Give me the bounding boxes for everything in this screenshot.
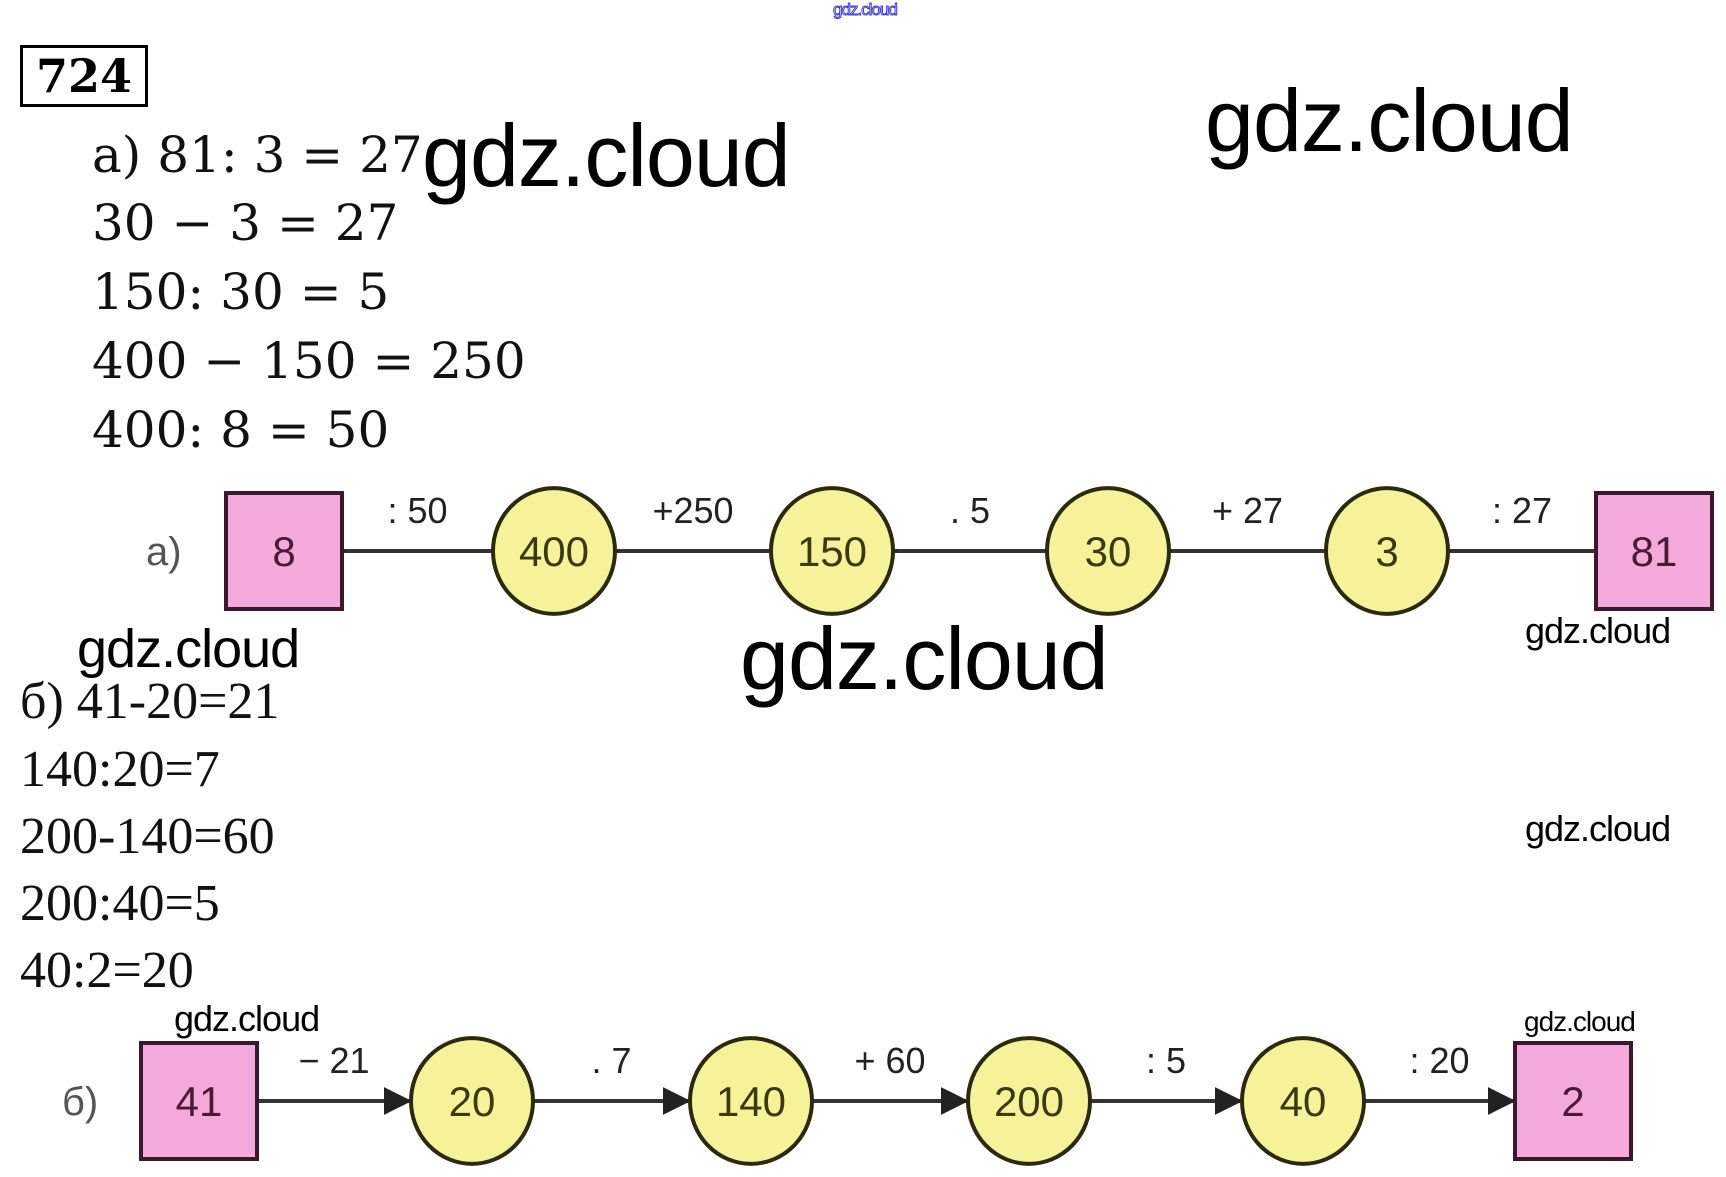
node-value: 20	[449, 1078, 496, 1125]
watermark-medium-1: gdz.cloud	[77, 619, 300, 679]
watermark-small-3: gdz.cloud	[174, 998, 320, 1039]
node-square	[1513, 1041, 1633, 1161]
site-watermark-top: gdz.cloud	[833, 0, 899, 20]
diagram-a: а) : 50 +250 . 5 + 27 : 27 8 400 150 30 3 81	[146, 486, 1714, 616]
node-value: 2	[1561, 1078, 1584, 1125]
operation-label: : 5	[1146, 1040, 1186, 1081]
watermark-small-2: gdz.cloud	[1525, 808, 1671, 849]
node-circle	[688, 1036, 814, 1166]
node-square	[224, 491, 344, 611]
equation-b-3: 200-140=60	[20, 808, 275, 865]
operation-label: +250	[652, 490, 733, 531]
equation-a-4: 400 − 150 = 250	[92, 332, 526, 390]
equation-b-1: б) 41-20=21	[20, 673, 280, 730]
operation-label: : 27	[1492, 490, 1552, 531]
equation-a-5: 400: 8 = 50	[92, 401, 390, 459]
problem-number: 724	[20, 45, 148, 107]
operation-label: : 50	[387, 490, 447, 531]
diagram-b-label: б)	[62, 1080, 98, 1124]
diagram-a-label: а)	[146, 530, 182, 574]
equation-b-4: 200:40=5	[20, 875, 220, 932]
node-value: 81	[1631, 528, 1678, 575]
node-circle	[409, 1036, 535, 1166]
watermark-large-1: gdz.cloud	[422, 106, 791, 205]
node-value: 41	[176, 1078, 223, 1125]
watermark-large-2: gdz.cloud	[1205, 71, 1574, 170]
node-value: 150	[797, 528, 867, 575]
node-value: 140	[716, 1078, 786, 1125]
node-circle	[1240, 1036, 1366, 1166]
node-value: 400	[519, 528, 589, 575]
operation-label: + 27	[1212, 490, 1283, 531]
diagram-b: б) − 21 . 7 + 60 : 5 : 20 41 20 140 200 40 2	[62, 1036, 1633, 1166]
node-value: 30	[1085, 528, 1132, 575]
equation-a-1: а) 81: 3 = 27	[92, 126, 423, 184]
node-circle	[769, 486, 895, 616]
node-circle	[1045, 486, 1171, 616]
watermark-small-1: gdz.cloud	[1525, 610, 1671, 651]
operation-label: . 5	[950, 490, 990, 531]
watermark-large-3: gdz.cloud	[740, 609, 1109, 708]
operation-label: + 60	[854, 1040, 925, 1081]
node-square	[139, 1041, 259, 1161]
equation-a-2: 30 − 3 = 27	[92, 194, 399, 252]
node-value: 3	[1375, 528, 1398, 575]
node-value: 40	[1280, 1078, 1327, 1125]
node-square	[1594, 491, 1714, 611]
node-value: 8	[272, 528, 295, 575]
operation-label: : 20	[1409, 1040, 1469, 1081]
operation-label: . 7	[591, 1040, 631, 1081]
watermark-small-4: gdz.cloud	[1524, 1006, 1636, 1037]
node-value: 200	[994, 1078, 1064, 1125]
equation-b-5: 40:2=20	[20, 942, 194, 999]
node-circle	[1324, 486, 1450, 616]
equation-b-2: 140:20=7	[20, 741, 220, 798]
operation-label: − 21	[298, 1040, 369, 1081]
equation-a-3: 150: 30 = 5	[92, 263, 390, 321]
node-circle	[491, 486, 617, 616]
node-circle	[966, 1036, 1092, 1166]
